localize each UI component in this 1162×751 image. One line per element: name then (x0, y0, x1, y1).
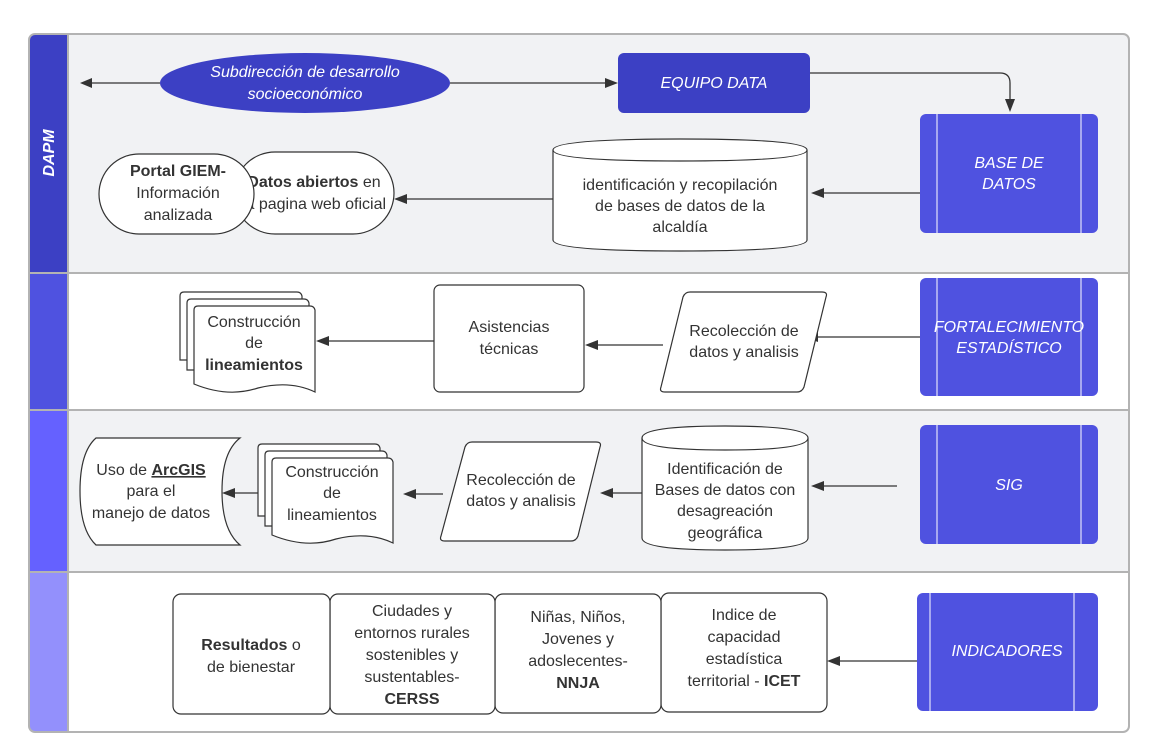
node-identificacion-geo-line-1: Identificación de (667, 461, 783, 478)
node-cerss-line-3: sostenibles y (366, 647, 459, 664)
node-identificacion-alcaldia[interactable]: identificación y recopilación de bases d… (552, 138, 808, 252)
node-portal-giem-line-1: Portal GIEM- (130, 163, 226, 180)
swimlane-border (28, 33, 1130, 733)
connector-indicadores-icet (827, 656, 917, 666)
node-recoleccion-1-line-2: datos y analisis (689, 344, 798, 361)
lane-1-title: DAPM (41, 129, 58, 177)
node-nnja-line-3: adoslecentes- (528, 653, 628, 670)
node-resultados[interactable]: Resultados o de bienestar (172, 593, 331, 715)
node-construccion-1-line-1: Construcción (207, 314, 300, 331)
connector-recoleccion-construccion (403, 489, 443, 499)
node-recoleccion-2-line-2: datos y analisis (466, 493, 575, 510)
node-recoleccion-2[interactable]: Recolección de datos y analisis (439, 441, 602, 542)
node-asistencias[interactable]: Asistencias técnicas (433, 284, 585, 393)
node-construccion-2-line-3: lineamientos (287, 507, 377, 524)
node-cerss[interactable]: Ciudades y entornos rurales sostenibles … (329, 593, 496, 715)
node-cerss-line-4: sustentables- (364, 669, 459, 686)
node-nnja[interactable]: Niñas, Niños, Jovenes y adoslecentes- NN… (494, 593, 662, 714)
node-recoleccion-1-line-1: Recolección de (689, 323, 799, 340)
lane-1-header[interactable] (29, 34, 68, 273)
node-equipo-data[interactable]: EQUIPO DATA (618, 53, 810, 113)
node-portal-giem-line-3: analizada (144, 207, 213, 224)
node-arcgis-line-3: manejo de datos (92, 505, 210, 522)
connector-construccion-arcgis (222, 488, 258, 498)
node-subdireccion-line-1: Subdirección de desarrollo (210, 64, 400, 81)
node-fortalecimiento-line-1: FORTALECIMIENTO (934, 319, 1084, 336)
node-construccion-1-line-2: de (245, 335, 263, 352)
node-portal-giem-line-2: Información (136, 185, 220, 202)
node-identificacion-alcaldia-line-2: de bases de datos de la (595, 198, 765, 215)
node-cerss-line-2: entornos rurales (354, 625, 470, 642)
node-indicadores[interactable]: INDICADORES (917, 593, 1098, 711)
connector-equipo-base (810, 72, 1015, 112)
node-cerss-line-1: Ciudades y (372, 603, 452, 620)
connector-identificacion-datos-abiertos (394, 194, 553, 204)
node-construccion-2[interactable]: Construcción de lineamientos (257, 443, 394, 544)
node-construccion-2-line-1: Construcción (285, 464, 378, 481)
lane-2-header[interactable] (29, 273, 68, 410)
node-resultados-line-2: de bienestar (207, 659, 296, 676)
connector-subdireccion-left (80, 78, 160, 88)
node-portal-giem[interactable]: Portal GIEM- Información analizada (98, 153, 255, 235)
node-recoleccion-1[interactable]: Recolección de datos y analisis (659, 291, 828, 393)
node-datos-abiertos-line-2: la pagina web oficial (242, 196, 386, 213)
node-datos-abiertos[interactable]: Datos abiertos en la pagina web oficial (233, 151, 395, 235)
node-icet[interactable]: Indice de capacidad estadística territor… (660, 592, 828, 713)
node-sig-label: SIG (995, 477, 1023, 494)
connector-base-identificacion (811, 188, 920, 198)
node-subdireccion[interactable]: Subdirección de desarrollo socioeconómic… (160, 53, 450, 113)
node-base-datos-line-1: BASE DE (974, 155, 1044, 172)
connector-subdireccion-equipo (450, 78, 618, 88)
node-subdireccion-line-2: socioeconómico (248, 86, 363, 103)
node-fortalecimiento-line-2: ESTADÍSTICO (956, 338, 1062, 357)
node-arcgis-line-1: Uso de ArcGIS (96, 462, 206, 479)
node-recoleccion-2-line-1: Recolección de (466, 472, 576, 489)
node-base-datos-line-2: DATOS (982, 176, 1036, 193)
node-icet-line-2: capacidad (708, 629, 781, 646)
node-base-datos[interactable]: BASE DE DATOS (920, 114, 1098, 233)
node-datos-abiertos-line-1: Datos abiertos en (247, 174, 380, 191)
node-icet-line-3: estadística (706, 651, 783, 668)
connector-sig-identificacion (811, 481, 897, 491)
node-icet-line-4: territorial - ICET (688, 673, 801, 690)
node-cerss-line-5: CERSS (384, 691, 439, 708)
node-construccion-2-line-2: de (323, 485, 341, 502)
connector-recoleccion-asistencias (585, 340, 663, 350)
node-asistencias-line-1: Asistencias (469, 319, 550, 336)
node-sig[interactable]: SIG (920, 425, 1098, 544)
node-nnja-line-1: Niñas, Niños, (530, 609, 625, 626)
node-arcgis[interactable]: Uso de ArcGIS para el manejo de datos (79, 437, 242, 546)
node-resultados-line-1: Resultados o (201, 637, 301, 654)
node-identificacion-geo-line-2: Bases de datos con (655, 482, 796, 499)
node-equipo-data-label: EQUIPO DATA (661, 75, 768, 92)
node-asistencias-line-2: técnicas (480, 341, 539, 358)
node-arcgis-line-2: para el (127, 483, 176, 500)
node-identificacion-geo-line-3: desagreación (677, 503, 773, 520)
node-nnja-line-2: Jovenes y (542, 631, 614, 648)
node-identificacion-alcaldia-line-1: identificación y recopilación (583, 177, 778, 194)
node-fortalecimiento[interactable]: FORTALECIMIENTO ESTADÍSTICO (920, 278, 1098, 396)
connector-asistencias-construccion (316, 336, 434, 346)
node-construccion-1[interactable]: Construcción de lineamientos (179, 291, 316, 393)
node-identificacion-geo-line-4: geográfica (688, 525, 763, 542)
node-icet-line-1: Indice de (712, 607, 777, 624)
node-identificacion-geo[interactable]: Identificación de Bases de datos con des… (641, 425, 809, 551)
lane-4-header[interactable] (29, 572, 68, 732)
node-identificacion-alcaldia-line-3: alcaldía (652, 219, 707, 236)
lane-3-header[interactable] (29, 410, 68, 572)
connector-identificacion-recoleccion (600, 488, 642, 498)
node-construccion-1-line-3: lineamientos (205, 357, 303, 374)
node-indicadores-label: INDICADORES (951, 643, 1062, 660)
node-nnja-line-4: NNJA (556, 675, 600, 692)
